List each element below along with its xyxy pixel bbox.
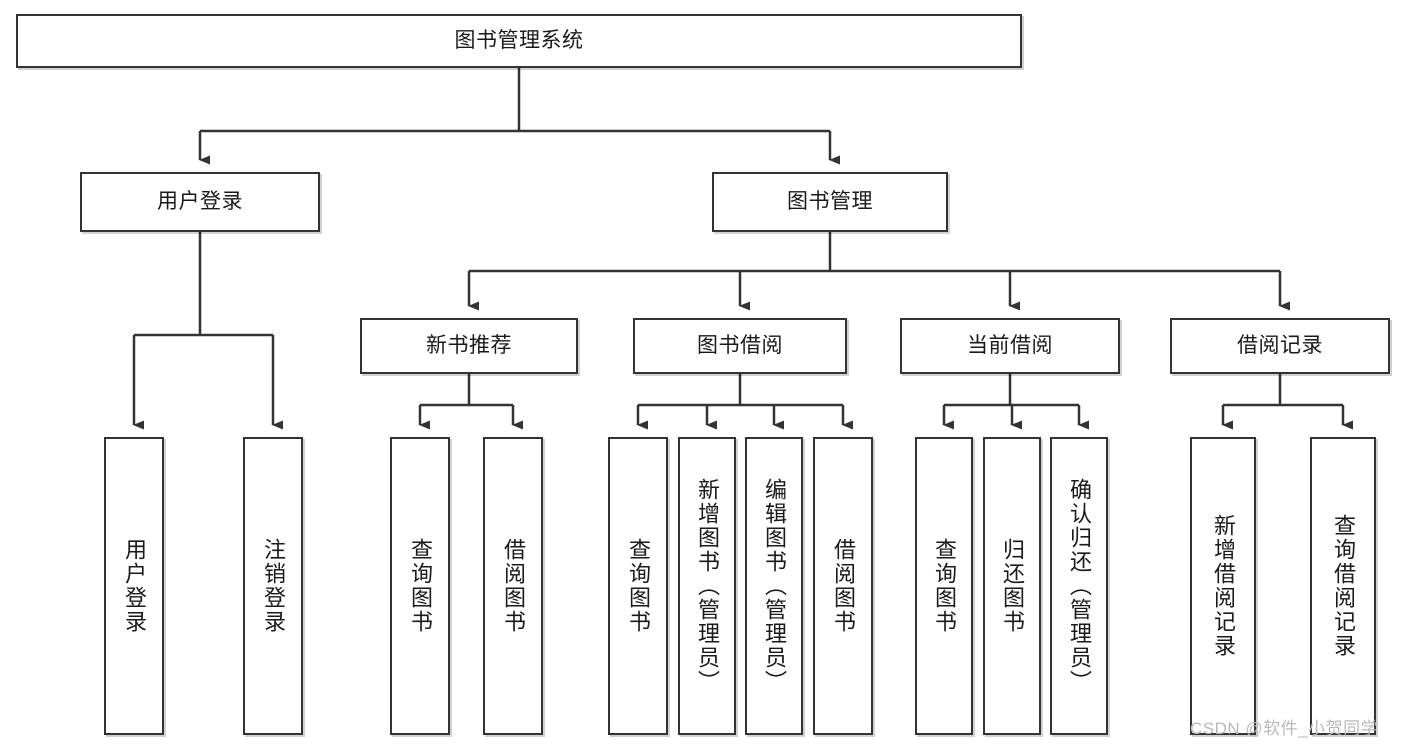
node-user-login[interactable]: 用户登录 bbox=[80, 172, 320, 232]
node-leaf-query-borrow-record[interactable]: 查询借阅记录 bbox=[1310, 437, 1376, 735]
node-leaf-query-book-3[interactable]: 查询图书 bbox=[915, 437, 973, 735]
node-leaf-add-book-admin[interactable]: 新增图书（管理员） bbox=[678, 437, 736, 735]
node-new-book-recommend[interactable]: 新书推荐 bbox=[360, 318, 578, 374]
node-leaf-add-borrow-record[interactable]: 新增借阅记录 bbox=[1190, 437, 1256, 735]
node-book-borrow[interactable]: 图书借阅 bbox=[633, 318, 847, 374]
node-leaf-confirm-return-admin[interactable]: 确认归还（管理员） bbox=[1050, 437, 1108, 735]
node-borrow-record[interactable]: 借阅记录 bbox=[1170, 318, 1390, 374]
node-leaf-logout-login[interactable]: 注销登录 bbox=[243, 437, 303, 735]
node-leaf-return-book[interactable]: 归还图书 bbox=[983, 437, 1041, 735]
node-leaf-query-book-2[interactable]: 查询图书 bbox=[608, 437, 668, 735]
node-leaf-borrow-book-1[interactable]: 借阅图书 bbox=[483, 437, 543, 735]
node-leaf-edit-book-admin[interactable]: 编辑图书（管理员） bbox=[745, 437, 803, 735]
node-leaf-query-book-1[interactable]: 查询图书 bbox=[390, 437, 450, 735]
node-root[interactable]: 图书管理系统 bbox=[16, 14, 1022, 68]
node-book-management[interactable]: 图书管理 bbox=[712, 172, 948, 232]
node-leaf-borrow-book-2[interactable]: 借阅图书 bbox=[813, 437, 873, 735]
node-leaf-user-login[interactable]: 用户登录 bbox=[104, 437, 164, 735]
node-current-borrow[interactable]: 当前借阅 bbox=[900, 318, 1120, 374]
csdn-watermark: CSDN @软件_小贺同学 bbox=[1190, 719, 1379, 738]
